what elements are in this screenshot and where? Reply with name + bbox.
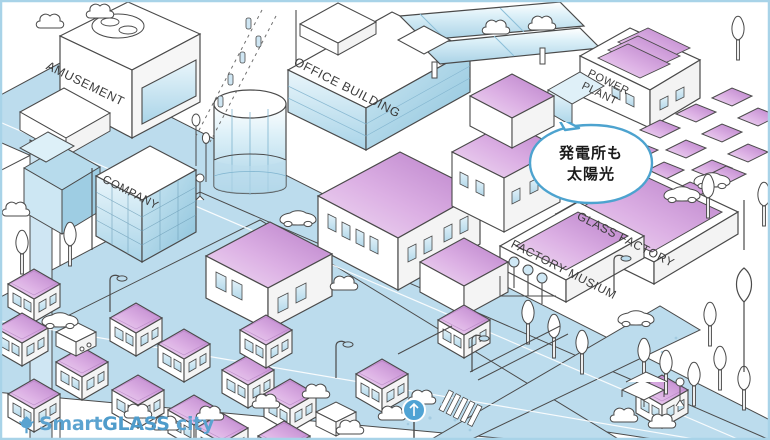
leaf-tree-icon — [19, 416, 34, 434]
factory-museum — [498, 201, 646, 304]
pedestrian-crossing — [438, 389, 483, 427]
company-building — [18, 131, 198, 264]
speech-bubble-shape — [528, 122, 654, 205]
logo-text-city: city — [169, 413, 215, 435]
led-pole-group — [499, 256, 556, 304]
central-solar-buildings — [204, 73, 562, 331]
street-lamp-group — [191, 113, 211, 201]
amusement-building — [18, 1, 202, 157]
speech-bubble-callout: 発電所も 太陽光 — [527, 122, 655, 206]
wind-turbine — [735, 267, 753, 372]
logo-text-glass: GLASS — [102, 413, 170, 435]
cylindrical-glass-tower — [213, 89, 287, 195]
dotted-walkway — [195, 9, 277, 143]
smartglass-city-logo[interactable]: SmartGLASS city — [18, 415, 214, 434]
bench-and-person — [620, 371, 685, 407]
round-blue-signpost — [402, 398, 426, 440]
logo-text-smart: Smart — [39, 413, 103, 435]
logo-wordmark: SmartGLASS city — [39, 415, 214, 434]
